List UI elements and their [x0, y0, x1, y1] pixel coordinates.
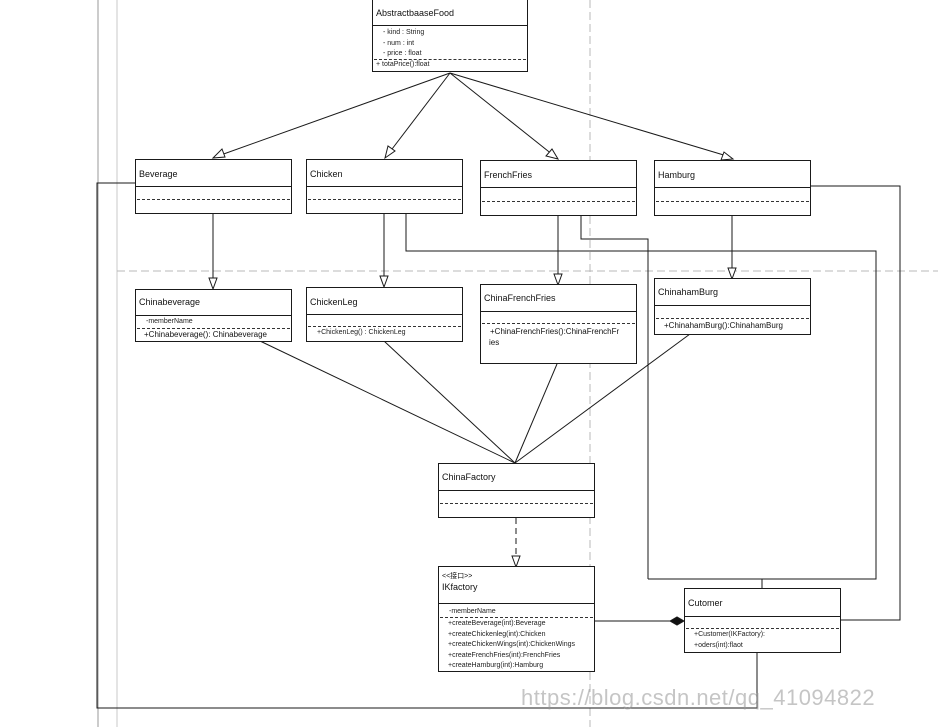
class-customer[interactable]: Cutomer +Customer(IKFactory): +oders(int… [684, 588, 841, 653]
method-separator [656, 201, 809, 202]
class-name: ChinaFrenchFries [484, 293, 556, 303]
method-list: + totaPrice():float [376, 60, 525, 71]
attribute-list: -memberName [449, 607, 592, 618]
class-beverage[interactable]: Beverage [135, 159, 292, 214]
class-frenchfries[interactable]: FrenchFries [480, 160, 637, 216]
attribute-separator [307, 314, 462, 315]
class-name: FrenchFries [484, 170, 533, 180]
attribute-num: - num : int [383, 39, 415, 47]
method-list: +Chinabeverage(): Chinabeverage [144, 329, 289, 340]
method-oders: +oders(int):flaot [694, 641, 743, 649]
attribute-separator [481, 187, 636, 188]
attribute-separator [307, 186, 462, 187]
attribute-separator [655, 187, 810, 188]
attribute-list: - kind : String - num : int - price : fl… [383, 28, 525, 60]
method-separator [440, 617, 593, 618]
class-name: Hamburg [658, 170, 696, 180]
method-list: +ChickenLeg() : ChickenLeg [317, 328, 460, 339]
method-createfrenchfries: +createFrenchFries(int):FrenchFries [448, 651, 561, 659]
attribute-separator [655, 305, 810, 306]
class-chickenleg[interactable]: ChickenLeg +ChickenLeg() : ChickenLeg [306, 287, 463, 342]
method-createbeverage: +createBeverage(int):Beverage [448, 620, 546, 627]
generalization-chinahamburg [727, 215, 737, 281]
method-totaprice: + totaPrice():float [376, 61, 430, 68]
class-chinabeverage[interactable]: Chinabeverage -memberName +Chinabeverage… [135, 289, 292, 342]
class-name: IKfactory [442, 582, 478, 592]
interface-ikfactory[interactable]: <<接口>> IKfactory -memberName +createBeve… [438, 566, 595, 672]
generalization-chinafrenchfries [553, 215, 563, 287]
method-list: +createBeverage(int):Beverage +createChi… [448, 619, 592, 672]
realization-chinafactory-ikfactory [511, 518, 521, 569]
class-chinafactory[interactable]: ChinaFactory [438, 463, 595, 518]
method-chinafrenchfries: +ChinaFrenchFries():ChinaFrenchFr [490, 327, 620, 336]
method-separator [308, 326, 461, 327]
class-hamburg[interactable]: Hamburg [654, 160, 811, 216]
attribute-separator [373, 25, 527, 26]
generalization-chicken [384, 72, 451, 160]
method-separator [137, 199, 290, 200]
attribute-membername: -memberName [449, 608, 496, 615]
attribute-separator [136, 186, 291, 187]
method-separator [308, 199, 461, 200]
generalization-frenchfries [449, 72, 560, 160]
attribute-separator [439, 603, 594, 604]
attribute-separator [136, 315, 291, 316]
stereotype-label: <<接口>> [442, 573, 473, 580]
class-name: Beverage [139, 169, 178, 179]
class-name: AbstractbaaseFood [376, 8, 455, 18]
attribute-list: -memberName [146, 317, 289, 328]
class-chinahamburg[interactable]: ChinahamBurg +ChinahamBurg():ChinahamBur… [654, 278, 811, 335]
class-abstractbaasefood[interactable]: AbstractbaaseFood - kind : String - num … [372, 0, 528, 72]
attribute-kind: - kind : String [383, 29, 425, 36]
generalization-beverage [211, 72, 451, 159]
class-chinafrenchfries[interactable]: ChinaFrenchFries +ChinaFrenchFries():Chi… [480, 284, 637, 364]
class-name: Cutomer [688, 598, 723, 608]
method-createchickenwings: +createChickenWings(int):ChickenWings [448, 641, 576, 648]
generalization-hamburg [449, 72, 735, 161]
method-separator [374, 59, 526, 60]
method-chinafrenchfries-wrap: ies [489, 338, 500, 347]
method-separator [482, 323, 635, 324]
class-name: Chinabeverage [139, 297, 201, 307]
class-chicken[interactable]: Chicken [306, 159, 463, 214]
method-createchickenleg: +createChickenleg(int):Chicken [448, 630, 546, 638]
class-name: ChickenLeg [310, 297, 358, 307]
generalization-chinabeverage [208, 213, 218, 291]
dependency-lines-to-chinafactory [259, 333, 691, 464]
composition-customer-ikfactory [595, 616, 686, 626]
method-separator [482, 201, 635, 202]
class-name: ChinaFactory [442, 472, 496, 482]
generalization-chickenleg [379, 214, 389, 289]
method-chinabeverage: +Chinabeverage(): Chinabeverage [144, 330, 267, 339]
attribute-price: - price : float [383, 50, 422, 57]
method-separator [440, 503, 593, 504]
method-separator [137, 328, 290, 329]
method-list: +ChinaFrenchFries():ChinaFrenchFr ies [489, 326, 634, 348]
attribute-separator [481, 311, 636, 312]
watermark: https://blog.csdn.net/qq_41094822 [521, 685, 876, 710]
attribute-separator [439, 490, 594, 491]
class-name: Chicken [310, 169, 343, 179]
method-chinahamburg: +ChinahamBurg():ChinahamBurg [664, 321, 783, 330]
attribute-separator [685, 616, 840, 617]
method-chickenleg: +ChickenLeg() : ChickenLeg [317, 329, 406, 336]
method-list: +ChinahamBurg():ChinahamBurg [664, 320, 808, 331]
method-customer: +Customer(IKFactory): [694, 631, 765, 638]
class-name: ChinahamBurg [658, 287, 719, 297]
attribute-membername: -memberName [146, 318, 193, 325]
method-list: +Customer(IKFactory): +oders(int):flaot [694, 630, 838, 651]
method-separator [656, 318, 809, 319]
method-separator [686, 628, 839, 629]
method-createhamburg: +createHamburg(int):Hamburg [448, 662, 544, 669]
association-routes [96, 182, 901, 709]
